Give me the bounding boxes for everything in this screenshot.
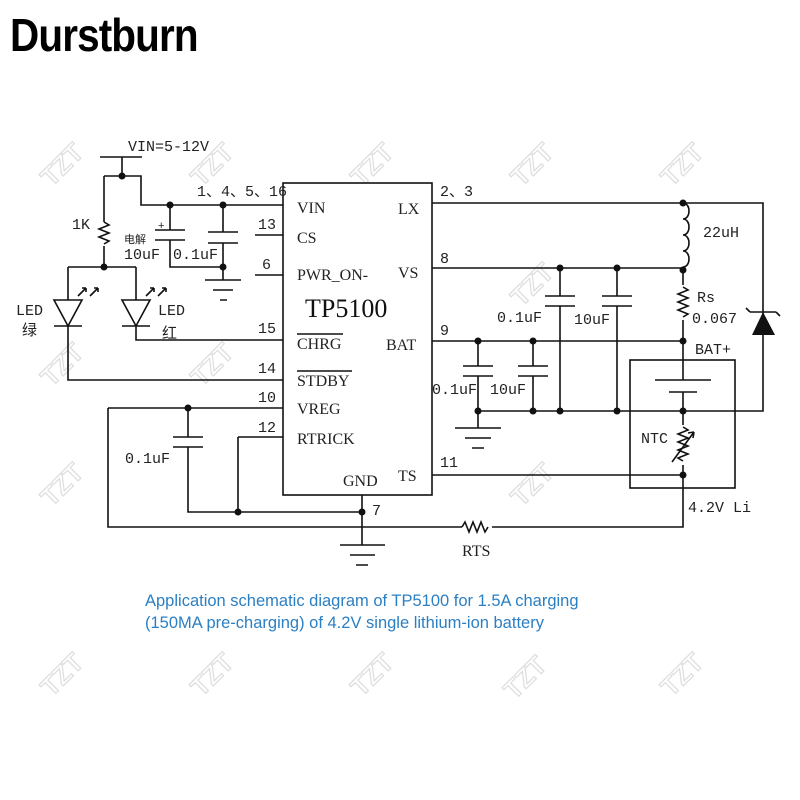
- resistor-rs: [675, 286, 691, 318]
- svg-text:TZT: TZT: [504, 457, 559, 512]
- pin-gnd: GND: [343, 473, 378, 490]
- pin-ts: TS: [398, 468, 417, 485]
- svg-text:TZT: TZT: [34, 647, 89, 702]
- ic-name: TP5100: [305, 294, 387, 323]
- caption: Application schematic diagram of TP5100 …: [145, 590, 579, 634]
- pin-cs: CS: [297, 230, 317, 247]
- pin-pwr-on: PWR_ON-: [297, 267, 368, 284]
- led-red-cn: 红: [162, 325, 177, 342]
- pin-number-13: 13: [258, 217, 276, 234]
- svg-text:TZT: TZT: [497, 650, 552, 705]
- caption-line-2: (150MA pre-charging) of 4.2V single lith…: [145, 614, 544, 632]
- svg-text:TZT: TZT: [34, 337, 89, 392]
- pin-number-8: 8: [440, 251, 449, 268]
- led-green-cn: 绿: [22, 322, 37, 339]
- svg-text:TZT: TZT: [184, 647, 239, 702]
- resistor-1k: [96, 221, 112, 245]
- battery-label: 4.2V Li: [688, 500, 751, 517]
- svg-text:TZT: TZT: [184, 337, 239, 392]
- pin-number-15: 15: [258, 321, 276, 338]
- svg-text:TZT: TZT: [34, 457, 89, 512]
- pin-number-9: 9: [440, 323, 449, 340]
- brand-logo: Durstburn: [10, 9, 199, 61]
- resistor-rts: [461, 519, 489, 535]
- led-red: [120, 267, 283, 341]
- battery-pack: [629, 359, 736, 489]
- svg-text:TZT: TZT: [504, 257, 559, 312]
- svg-text:TZT: TZT: [654, 647, 709, 702]
- pin-rtrick: RTRICK: [297, 431, 355, 448]
- r1-label: 1K: [72, 217, 90, 234]
- c-bat2-label: 10uF: [490, 382, 526, 399]
- c-vs2-label: 10uF: [574, 312, 610, 329]
- caption-line-1: Application schematic diagram of TP5100 …: [145, 592, 579, 610]
- pin-vin: VIN: [297, 200, 326, 217]
- ntc-thermistor: [671, 426, 695, 463]
- rs-label: Rs: [697, 290, 715, 307]
- c-bat1-label: 0.1uF: [432, 382, 477, 399]
- pin-number-11: 11: [440, 455, 458, 472]
- vin-pin-numbers: 1、4、5、16: [197, 184, 287, 201]
- pin-bat: BAT: [386, 337, 416, 354]
- c1-label: 10uF: [124, 247, 160, 264]
- bat-plus-label: BAT+: [695, 342, 731, 359]
- svg-text:TZT: TZT: [654, 137, 709, 192]
- led-green: [52, 267, 283, 381]
- pin-number-7: 7: [372, 503, 381, 520]
- svg-text:TZT: TZT: [344, 647, 399, 702]
- pin-number-2-3: 2、3: [440, 184, 473, 201]
- plus-sign: +: [158, 220, 164, 232]
- svg-text:TZT: TZT: [504, 137, 559, 192]
- inductor-label: 22uH: [703, 225, 739, 242]
- pin-vreg: VREG: [297, 401, 341, 418]
- ic-tp5100: [282, 182, 433, 496]
- pin-stdby: STDBY: [297, 373, 350, 390]
- c-vreg-label: 0.1uF: [125, 451, 170, 468]
- inductor: [682, 202, 690, 268]
- electrolytic-label: 电解: [124, 232, 146, 246]
- led-red-label: LED: [158, 303, 185, 320]
- svg-text:TZT: TZT: [34, 137, 89, 192]
- ntc-label: NTC: [641, 431, 668, 448]
- led-green-label: LED: [16, 303, 43, 320]
- pin-number-14: 14: [258, 361, 276, 378]
- c2-label: 0.1uF: [173, 247, 218, 264]
- c-vs1-label: 0.1uF: [497, 310, 542, 327]
- pin-chrg: CHRG: [297, 336, 342, 353]
- pin-number-12: 12: [258, 420, 276, 437]
- pin-vs: VS: [398, 265, 418, 282]
- pin-number-10: 10: [258, 390, 276, 407]
- vin-label: VIN=5-12V: [128, 139, 209, 156]
- schottky-diode: [752, 312, 775, 335]
- rts-label: RTS: [462, 543, 490, 560]
- input-capacitors: [155, 205, 241, 301]
- rs-value: 0.067: [692, 311, 737, 328]
- pin-lx: LX: [398, 201, 420, 218]
- junction-dots: [100, 172, 687, 516]
- pin-number-6: 6: [262, 257, 271, 274]
